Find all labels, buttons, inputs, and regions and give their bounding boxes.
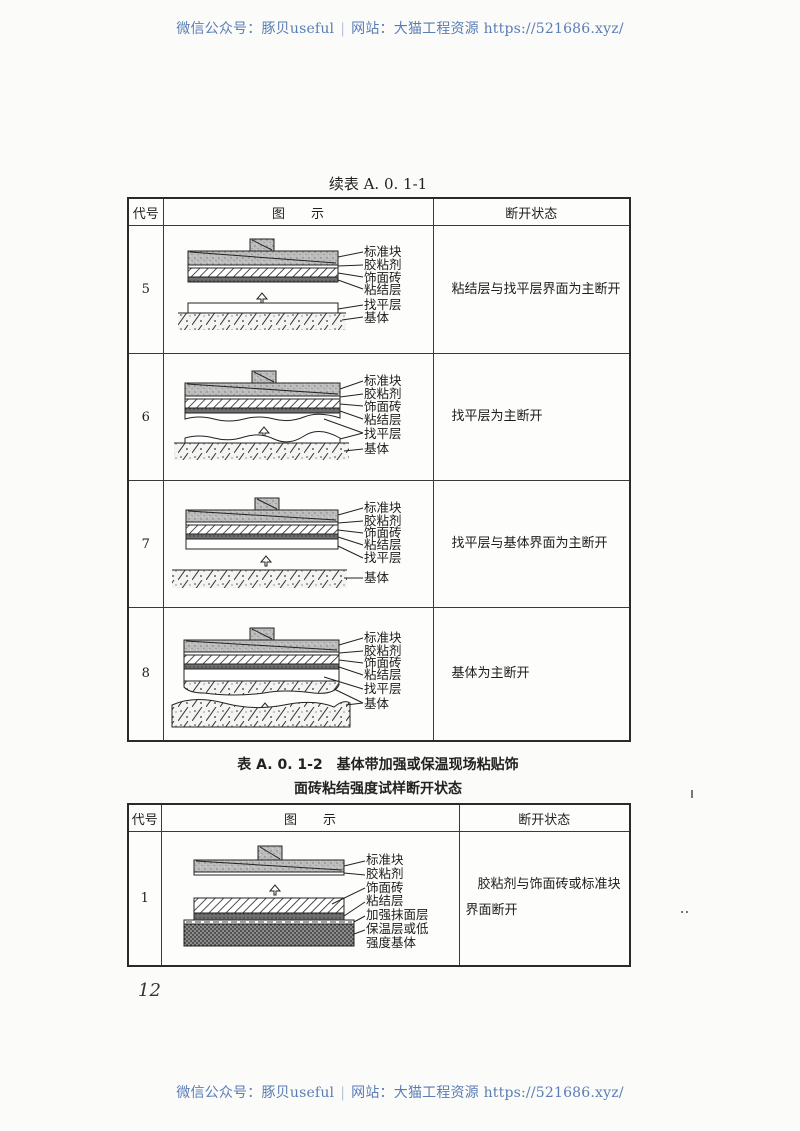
row-status: 找平层与基体界面为主断开 <box>432 480 631 608</box>
diagram-row-6: 标准块 胶粘剂 饰面砖 粘结层 找平层 基体 <box>162 353 434 481</box>
diagram-row-5: 标准块 胶粘剂 饰面砖 粘结层 找平层 基体 <box>162 225 434 354</box>
svg-text:胶粘剂: 胶粘剂 <box>366 866 404 881</box>
table1-caption: 续表 A. 0. 1-1 <box>328 175 428 193</box>
watermark-separator: | <box>340 21 346 37</box>
table-row: 7 <box>127 480 631 608</box>
svg-text:标准块: 标准块 <box>364 373 402 388</box>
svg-text:粘结层: 粘结层 <box>366 893 404 908</box>
table-row: 6 <box>127 353 631 481</box>
header-status: 断开状态 <box>432 197 631 226</box>
row-code: 7 <box>127 480 164 608</box>
diagram-row-8: 标准块 胶粘剂 饰面砖 粘结层 找平层 基体 <box>162 607 434 741</box>
svg-text:饰面砖: 饰面砖 <box>366 880 404 895</box>
svg-text:找平层: 找平层 <box>364 681 402 696</box>
svg-text:基体: 基体 <box>364 441 390 456</box>
header-code: 代号 <box>127 197 164 226</box>
table1: 代号 图 示 断开状态 5 <box>127 197 631 742</box>
svg-text:粘结层: 粘结层 <box>364 537 402 552</box>
table-row: 1 <box>127 831 631 966</box>
scan-speck <box>691 790 693 798</box>
watermark-top: 微信公众号：豚贝useful | 网站：大猫工程资源 https://521686.… <box>0 18 800 38</box>
row-status: 基体为主断开 <box>432 607 631 741</box>
diagram-row-1: 标准块 胶粘剂 饰面砖 粘结层 加强抹面层 保温层或低 强度基体 <box>160 831 460 966</box>
svg-text:饰面砖: 饰面砖 <box>364 655 402 670</box>
svg-text:找平层: 找平层 <box>364 297 402 312</box>
layer-diagram-7: 标准块 胶粘剂 饰面砖 粘结层 找平层 基体 <box>171 497 402 588</box>
table2-caption-line1: 表 A. 0. 1-2 基体带加强或保温现场粘贴饰 <box>237 757 519 773</box>
svg-text:胶粘剂: 胶粘剂 <box>364 643 402 658</box>
svg-text:强度基体: 强度基体 <box>366 935 417 950</box>
svg-text:保温层或低: 保温层或低 <box>366 921 429 936</box>
table2: 代号 图 示 断开状态 1 <box>127 803 631 967</box>
svg-text:饰面砖: 饰面砖 <box>364 270 402 285</box>
row-status: 胶粘剂与饰面砖或标准块界面断开 <box>458 831 631 966</box>
svg-text:基体: 基体 <box>364 570 390 585</box>
layer-diagram-8: 标准块 胶粘剂 饰面砖 粘结层 找平层 基体 <box>171 627 402 728</box>
row-code: 8 <box>127 607 164 741</box>
svg-text:胶粘剂: 胶粘剂 <box>364 513 402 528</box>
layer-diagram-5: 标准块 胶粘剂 饰面砖 粘结层 找平层 基体 <box>177 238 402 330</box>
row-status: 粘结层与找平层界面为主断开 <box>432 225 631 354</box>
row-code: 1 <box>127 831 162 966</box>
svg-text:饰面砖: 饰面砖 <box>364 399 402 414</box>
watermark-wechat: 微信公众号：豚贝useful <box>176 21 335 37</box>
svg-text:找平层: 找平层 <box>364 550 402 565</box>
diagram-row-7: 标准块 胶粘剂 饰面砖 粘结层 找平层 基体 <box>162 480 434 608</box>
svg-text:粘结层: 粘结层 <box>364 667 402 682</box>
watermark-bottom: 微信公众号：豚贝useful | 网站：大猫工程资源 https://521686.… <box>0 1082 800 1102</box>
svg-text:找平层: 找平层 <box>364 426 402 441</box>
scan-speck <box>681 911 683 913</box>
table-row: 5 <box>127 225 631 354</box>
table-row: 8 <box>127 607 631 741</box>
watermark-site: 网站：大猫工程资源 https://521686.xyz/ <box>351 1085 624 1101</box>
watermark-site: 网站：大猫工程资源 https://521686.xyz/ <box>351 21 624 37</box>
table2-caption-line2: 面砖粘结强度试样断开状态 <box>294 781 462 797</box>
svg-text:饰面砖: 饰面砖 <box>364 525 402 540</box>
table2-header-row: 代号 图 示 断开状态 <box>127 803 631 832</box>
svg-text:标准块: 标准块 <box>364 244 402 259</box>
svg-text:粘结层: 粘结层 <box>364 412 402 427</box>
header-code: 代号 <box>127 803 162 832</box>
svg-text:胶粘剂: 胶粘剂 <box>364 257 402 272</box>
svg-text:标准块: 标准块 <box>364 630 402 645</box>
svg-text:加强抹面层: 加强抹面层 <box>366 907 429 922</box>
header-figure: 图 示 <box>160 803 460 832</box>
watermark-separator: | <box>340 1085 346 1101</box>
row-status: 找平层为主断开 <box>432 353 631 481</box>
watermark-wechat: 微信公众号：豚贝useful <box>176 1085 335 1101</box>
svg-text:基体: 基体 <box>364 310 390 325</box>
svg-text:标准块: 标准块 <box>366 852 404 867</box>
svg-text:基体: 基体 <box>364 696 390 711</box>
row-code: 6 <box>127 353 164 481</box>
svg-text:粘结层: 粘结层 <box>364 282 402 297</box>
scan-speck <box>686 911 688 913</box>
svg-text:标准块: 标准块 <box>364 500 402 515</box>
row-code: 5 <box>127 225 164 354</box>
header-figure: 图 示 <box>162 197 434 226</box>
table1-header-row: 代号 图 示 断开状态 <box>127 197 631 226</box>
layer-diagram-6: 标准块 胶粘剂 饰面砖 粘结层 找平层 基体 <box>173 370 402 460</box>
layer-diagram-1: 标准块 胶粘剂 饰面砖 粘结层 加强抹面层 保温层或低 强度基体 <box>183 845 429 950</box>
header-status: 断开状态 <box>458 803 631 832</box>
page-number: 12 <box>138 980 161 1001</box>
svg-text:胶粘剂: 胶粘剂 <box>364 386 402 401</box>
